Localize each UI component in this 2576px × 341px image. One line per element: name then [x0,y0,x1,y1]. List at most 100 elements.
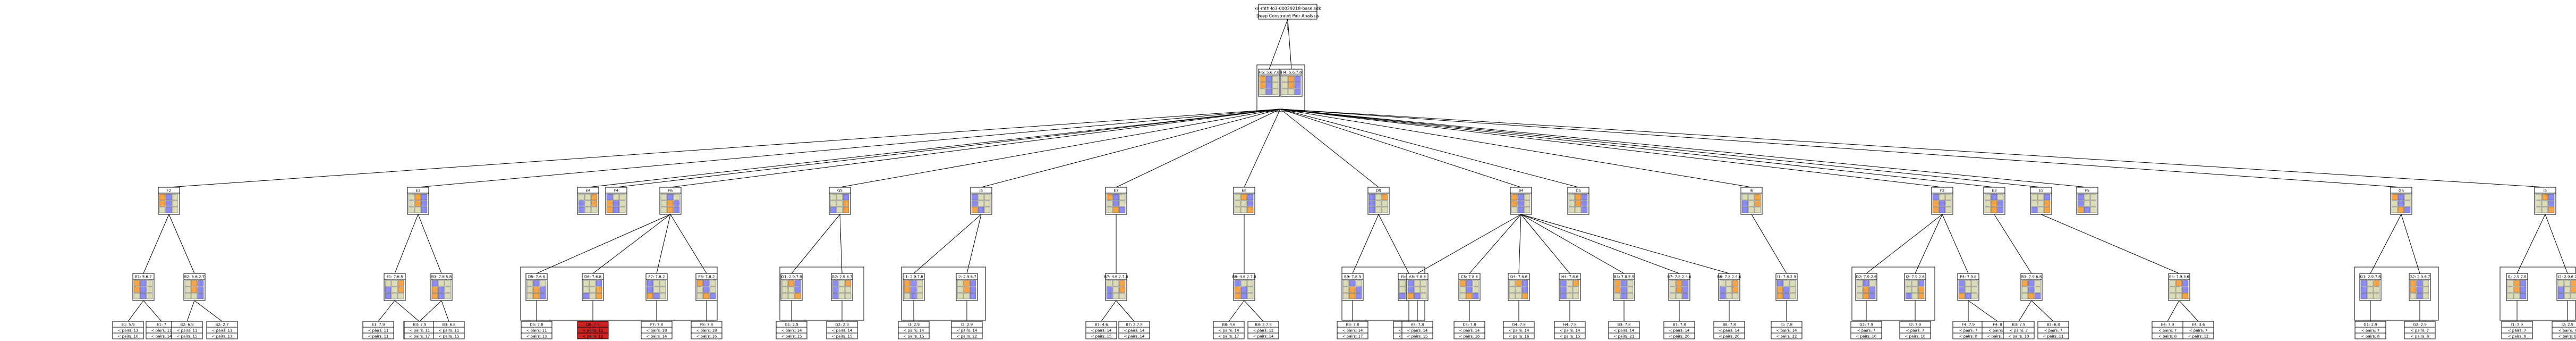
grid-cell [832,293,839,300]
level2-node: F7: 7.8.2 [645,273,668,301]
leaf-row3: < pairs: 22 [1776,335,1797,339]
leaf-node: D5: 7.8< pairs: 11< pairs: 13 [521,321,552,339]
leaf-title: B8: 2.7.8 [1255,323,1272,327]
grid-cell [910,293,917,300]
grid-cell [172,194,178,201]
grid-cell [1112,200,1119,207]
grid-cell [1748,206,1755,213]
level1-edge [588,109,1281,188]
grid-cell [2090,194,2097,201]
level1-node: F4 [605,187,627,215]
grid-cell [788,293,795,300]
grid-cell [2541,206,2548,213]
grid-cell [414,206,421,213]
grid-cell [1234,293,1241,300]
leaf-row3: < pairs: 14 [151,335,172,339]
grid-cell [1119,286,1126,293]
node-label: I2: 7.9.2.6 [1906,275,1925,279]
grid-cell [1863,293,1869,300]
grid-cell [843,206,849,213]
node-label: E1: 7.6.5 [386,275,403,279]
level1-edge [1244,109,1281,188]
leaf-node: B3: 6.8< pairs: 7< pairs: 11 [2037,321,2069,339]
leaf-row3: < pairs: 11 [2043,335,2064,339]
grid-cell [1466,293,1473,300]
grid-cell [2044,194,2051,201]
grid-cell [2037,194,2044,201]
leaf-node: A5: 7.8< pairs: 14< pairs: 15 [1401,321,1433,339]
grid-cell [526,286,533,293]
grid-cell [1521,286,1528,293]
node-label: I1: 7.8.2.9 [1777,275,1796,279]
grid-cell [1776,280,1783,287]
level2-node: I1: 2.9.7.8 [2506,273,2528,301]
grid-cell [1272,82,1279,89]
level1-edge [1116,109,1281,188]
grid-cell [1620,293,1627,300]
grid-cell [1355,293,1362,300]
grid-cell [1965,280,1971,287]
leaf-row2: < pairs: 11 [212,329,233,333]
grid-cell [660,194,667,201]
grid-cell [184,293,191,300]
grid-cell [2422,293,2429,300]
grid-cell [673,194,680,201]
grid-cell [431,286,438,293]
leaf-edge [143,300,162,322]
leaf-node: H4: 7.8< pairs: 14< pairs: 15 [1554,321,1586,339]
grid-cell [1776,286,1783,293]
grid-cell [673,200,680,207]
grid-cell [1349,293,1356,300]
leaf-row-box [577,332,609,339]
grid-cell [1524,206,1531,213]
leaf-node: I1: 7.8< pairs: 14< pairs: 22 [1771,321,1803,339]
leaf-node: B9: 7.8< pairs: 14< pairs: 17 [1337,321,1368,339]
level1-node: I6 [1740,187,1763,215]
grid-cell [589,280,596,287]
grid-cell [1459,286,1466,293]
grid-cell [1581,194,1588,201]
leaf-row2: < pairs: 11 [368,329,389,333]
grid-cell [397,293,404,300]
grid-cell [2507,293,2514,300]
grid-cell [1971,280,1978,287]
grid-cell [2535,200,2542,207]
grid-cell [1783,280,1790,287]
leaf-row3: < pairs: 16 [118,335,139,339]
level1-edge [1280,109,1379,188]
node-group-box [1256,64,1305,112]
grid-cell [830,200,837,207]
leaf-row-box [433,332,465,339]
grid-cell [1676,293,1682,300]
grid-cell [397,280,404,287]
root-node: H4: 5.6.7.8 [1280,69,1303,97]
grid-cell [391,280,398,287]
node-label: G6 [2399,189,2404,193]
grid-cell [1247,286,1254,293]
node-group-box [1851,267,1935,321]
level1-node: F2 [1931,187,1953,215]
level1-node: E8 [1233,187,1255,215]
grid-cell [1234,194,1241,201]
grid-cell [1472,293,1479,300]
leaf-title: B2: 2.7 [216,323,229,327]
grid-cell [1234,286,1241,293]
grid-cell [2564,286,2571,293]
level1-edge [1280,109,2088,188]
grid-cell [589,286,596,293]
grid-cell [431,280,438,287]
grid-cell [709,286,716,293]
leaf-node: D6: 7.8< pairs: 11< pairs: 11 [577,321,609,339]
grid-cell [1741,194,1748,201]
grid-cell [2398,200,2404,207]
node-label: D5: 7.6.8 [528,275,545,279]
leaf-node: E1: 7.9< pairs: 11< pairs: 11 [362,321,394,339]
grid-cell [2077,200,2084,207]
grid-cell [1294,88,1301,95]
grid-cell [1754,194,1761,201]
leaf-title: I2: 2.9 [2562,323,2573,327]
grid-cell [2404,200,2411,207]
root-node: H5: 5.6.7.8 [1258,69,1280,97]
leaf-node: I1: 2.9< pairs: 14< pairs: 15 [898,321,930,339]
grid-cell [1349,286,1356,293]
